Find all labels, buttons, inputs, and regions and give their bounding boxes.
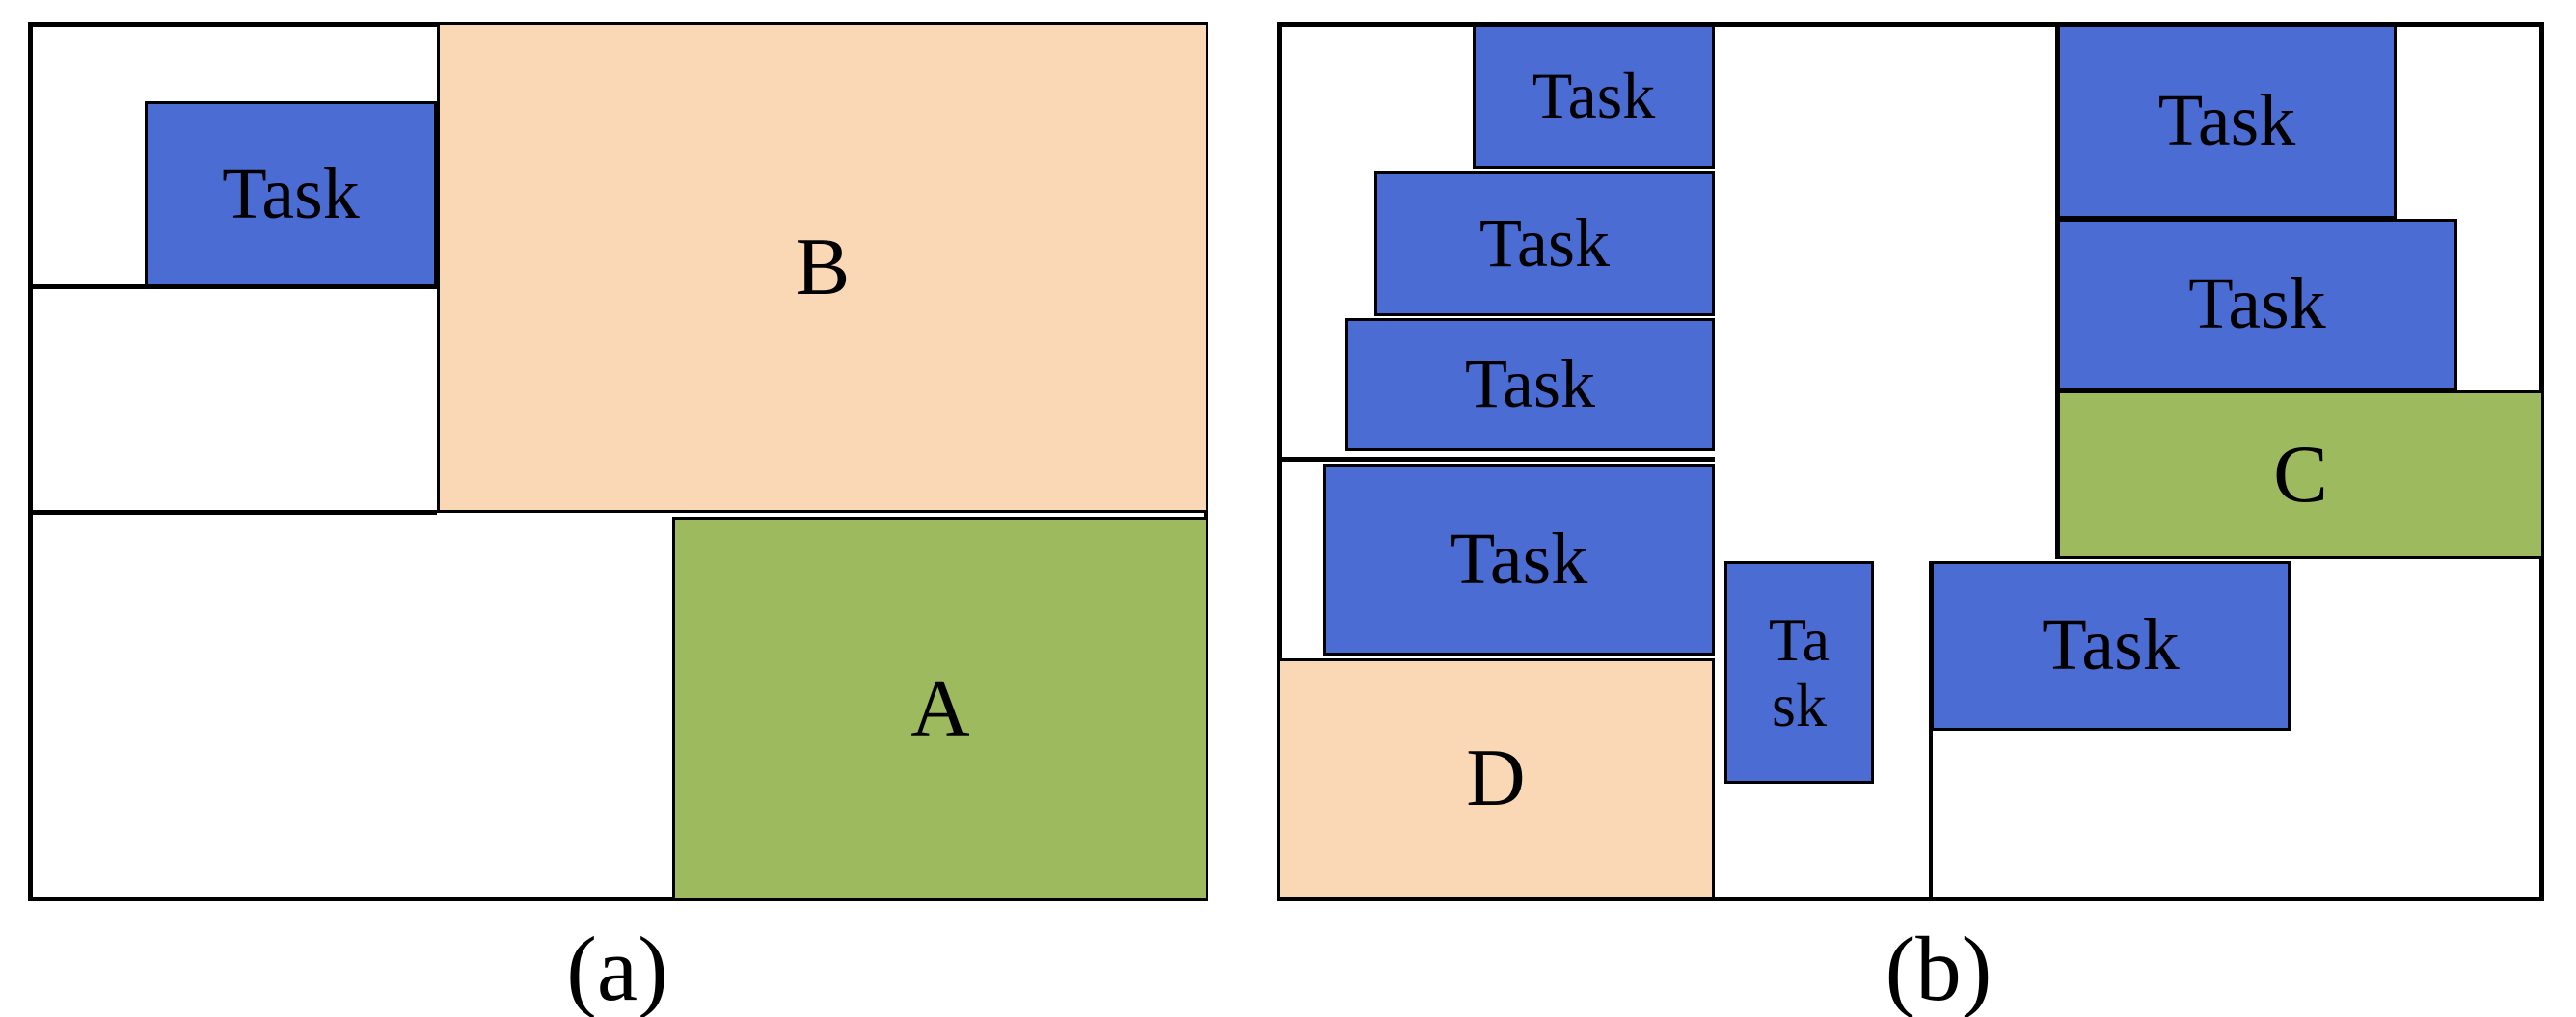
region-d-label: D [1466, 733, 1526, 824]
task-rect-label: Task [2157, 80, 2296, 162]
task-rect-label: Task [222, 152, 360, 234]
task-rect-small: Ta sk [1724, 561, 1874, 784]
task-rect: Task [1374, 171, 1715, 316]
task-rect: Task [1323, 464, 1715, 656]
task-rect: Task [2057, 24, 2397, 219]
task-rect: Task [2057, 219, 2457, 390]
task-rect-label: Task [1532, 59, 1656, 133]
region-a: A [672, 517, 1208, 901]
task-rect-label: Task [1450, 518, 1588, 600]
task-rect: Task [1345, 318, 1715, 451]
task-rect: Task [145, 101, 437, 287]
task-rect: Task [1931, 561, 2291, 731]
caption-b: (b) [1885, 918, 1993, 1017]
region-c: C [2057, 390, 2544, 559]
task-rect-label: Task [2042, 604, 2180, 686]
region-c-label: C [2273, 428, 2328, 520]
caption-a: (a) [566, 918, 668, 1017]
task-rect-label: Task [1465, 345, 1595, 423]
shelf-line-staircase [1277, 457, 1715, 462]
region-d: D [1277, 658, 1715, 899]
region-b: B [437, 22, 1208, 513]
region-a-label: A [910, 662, 970, 754]
task-rect-label: Task [1479, 203, 1610, 281]
column-line-bottom [1929, 561, 1933, 901]
task-rect-small-label: Ta sk [1768, 605, 1830, 739]
task-rect-label: Task [2188, 263, 2326, 345]
region-b-label: B [795, 221, 851, 312]
task-rect: Task [1473, 24, 1715, 169]
shelf-line-under-b [28, 510, 437, 515]
